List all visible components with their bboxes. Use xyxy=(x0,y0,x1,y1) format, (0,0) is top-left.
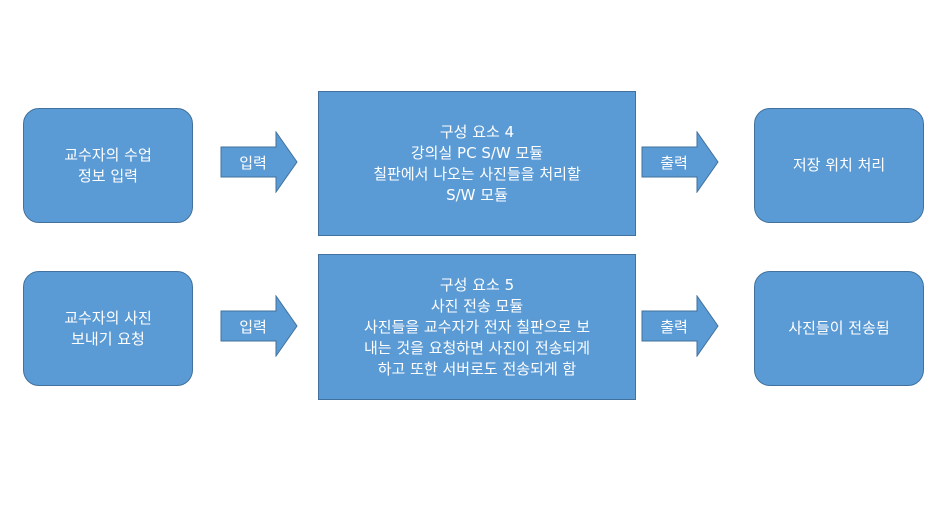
box-text-line: S/W 모듈 xyxy=(446,185,508,204)
box-text-line: 보내기 요청 xyxy=(71,329,145,348)
output-arrow: 출력 xyxy=(641,295,719,357)
box-text-line: 사진들이 전송됨 xyxy=(788,319,890,337)
input-arrow: 입력 xyxy=(220,295,298,357)
output-arrow-label: 출력 xyxy=(660,317,688,336)
output-arrow-label: 출력 xyxy=(660,153,688,172)
box-text-line: 교수자의 사진 xyxy=(64,308,152,327)
box-text-line: 내는 것을 요청하면 사진이 전송되게 xyxy=(363,338,591,357)
storage-location-processing-box: 저장 위치 처리 xyxy=(754,108,924,223)
photos-transmitted-box: 사진들이 전송됨 xyxy=(754,271,924,386)
box-text-line: 사진 전송 모듈 xyxy=(430,296,524,315)
box-text-line: 사진들을 교수자가 전자 칠판으로 보 xyxy=(363,317,591,336)
component-4-box: 구성 요소 4 강의실 PC S/W 모듈 칠판에서 나오는 사진들을 처리할 … xyxy=(318,91,636,236)
instructor-class-info-input-box: 교수자의 수업 정보 입력 xyxy=(23,108,193,223)
box-text-line: 하고 또한 서버로도 전송되게 함 xyxy=(377,359,577,378)
box-text-line: 구성 요소 5 xyxy=(439,275,515,294)
output-arrow: 출력 xyxy=(641,131,719,193)
box-text-line: 교수자의 수업 xyxy=(64,145,152,164)
instructor-photo-send-request-box: 교수자의 사진 보내기 요청 xyxy=(23,271,193,386)
input-arrow-label: 입력 xyxy=(239,153,267,172)
box-text-line: 저장 위치 처리 xyxy=(792,156,886,174)
box-text-line: 구성 요소 4 xyxy=(439,122,515,141)
input-arrow-label: 입력 xyxy=(239,317,267,336)
component-5-box: 구성 요소 5 사진 전송 모듈 사진들을 교수자가 전자 칠판으로 보 내는 … xyxy=(318,254,636,400)
box-text-line: 강의실 PC S/W 모듈 xyxy=(410,143,544,162)
box-text-line: 정보 입력 xyxy=(78,166,138,185)
input-arrow: 입력 xyxy=(220,131,298,193)
box-text-line: 칠판에서 나오는 사진들을 처리할 xyxy=(373,164,581,183)
